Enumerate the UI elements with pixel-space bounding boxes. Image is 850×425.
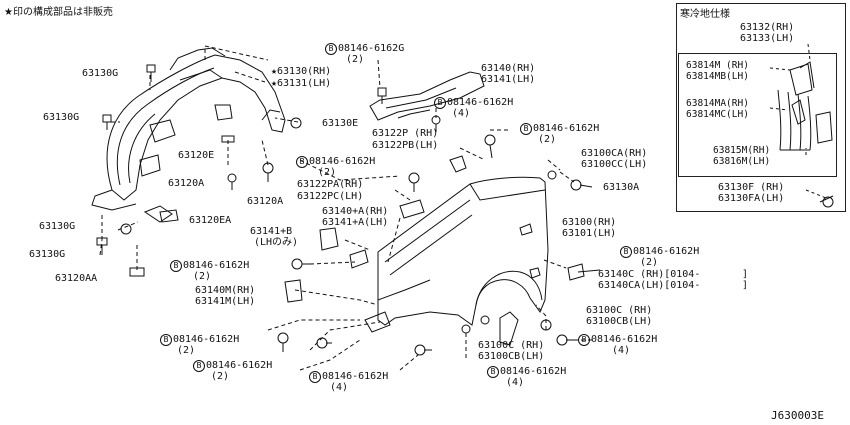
label-63130g-3: 63130G bbox=[39, 221, 76, 232]
label-bolt-6162h-10-qty: (4) bbox=[506, 377, 525, 388]
label-63130g-4: 63130G bbox=[29, 249, 66, 260]
label-63100cb-lh-2: 63100CB(LH) bbox=[478, 351, 545, 362]
cold-climate-inset-frame bbox=[676, 3, 846, 212]
inset-leader-lines bbox=[769, 43, 827, 199]
label-63140ca-lh-end: ] bbox=[742, 280, 749, 291]
label-63100cb-lh-1: 63100CB(LH) bbox=[586, 316, 653, 327]
label-bolt-6162h-4-qty: (2) bbox=[640, 257, 659, 268]
label-63130fa-lh: 63130FA(LH) bbox=[718, 193, 785, 204]
label-bolt-6162h-5-qty: (2) bbox=[193, 271, 212, 282]
bolt-b-icon: B bbox=[434, 97, 446, 109]
bolt-b-icon: B bbox=[160, 334, 172, 346]
inset-title: 寒冷地仕様 bbox=[680, 9, 730, 20]
label-63120aa: 63120AA bbox=[55, 273, 98, 284]
label-63130a: 63130A bbox=[603, 182, 640, 193]
bolt-b-icon: B bbox=[309, 371, 321, 383]
label-63140a-rh: 63140+A(RH) bbox=[322, 206, 389, 217]
label-63120e: 63120E bbox=[178, 150, 215, 161]
label-63814m-rh: 63814M (RH) bbox=[686, 60, 749, 71]
label-63122p-rh: 63122P (RH) bbox=[372, 128, 439, 139]
label-63141a-lh: 63141+A(LH) bbox=[322, 217, 389, 228]
label-63141m-lh: 63141M(LH) bbox=[195, 296, 256, 307]
label-63100c-rh-1: 63100C (RH) bbox=[586, 305, 653, 316]
label-63100c-rh-2: 63100C (RH) bbox=[478, 340, 545, 351]
diagram-code: J630003E bbox=[771, 409, 824, 422]
label-bolt-6162h-3-qty: (2) bbox=[318, 167, 337, 178]
label-lh-only: (LHのみ) bbox=[254, 237, 299, 248]
fender-liner-drawing bbox=[91, 47, 286, 223]
bolt-b-icon: B bbox=[620, 246, 632, 258]
label-63130g-2: 63130G bbox=[43, 112, 80, 123]
label-63133-lh: 63133(LH) bbox=[740, 33, 795, 44]
label-bolt-6162h-9-qty: (4) bbox=[330, 382, 349, 393]
label-63100cc-lh: 63100CC(LH) bbox=[581, 159, 648, 170]
label-63140m-rh: 63140M(RH) bbox=[195, 285, 256, 296]
fender-bolts bbox=[277, 87, 593, 356]
label-63122pb-lh: 63122PB(LH) bbox=[372, 140, 439, 151]
label-63122pa-rh: 63122PA(RH) bbox=[297, 179, 364, 190]
label-63130g-1: 63130G bbox=[82, 68, 119, 79]
fender-leader-lines bbox=[267, 59, 592, 371]
label-63140c-rh: 63140C (RH)[0104- bbox=[598, 269, 701, 280]
liner-clips bbox=[96, 64, 302, 277]
label-63120ea: 63120EA bbox=[189, 215, 232, 226]
label-63814mc-lh: 63814MC(LH) bbox=[686, 109, 749, 120]
bolt-b-icon: B bbox=[325, 43, 337, 55]
label-63130f-rh: 63130F (RH) bbox=[718, 182, 785, 193]
label-63132-rh: 63132(RH) bbox=[740, 22, 795, 33]
label-bolt-6162h-6-qty: (2) bbox=[177, 345, 196, 356]
label-63120a-2: 63120A bbox=[247, 196, 284, 207]
label-63120a-1: 63120A bbox=[168, 178, 205, 189]
label-63100ca-rh: 63100CA(RH) bbox=[581, 148, 648, 159]
label-63141b: 63141+B bbox=[250, 226, 293, 237]
bolt-b-icon: B bbox=[170, 260, 182, 272]
label-bolt-6162h-8-qty: (2) bbox=[211, 371, 230, 382]
label-63130-rh: ★63130(RH) bbox=[271, 66, 332, 77]
fender-reinforcement-drawing bbox=[284, 71, 601, 346]
label-bolt-6162h-2-qty: (2) bbox=[538, 134, 557, 145]
label-bolt-6162h-7-qty: (4) bbox=[612, 345, 631, 356]
front-fender-drawing bbox=[377, 176, 549, 326]
label-63122pc-lh: 63122PC(LH) bbox=[297, 191, 364, 202]
label-63140ca-lh: 63140CA(LH)[0104- bbox=[598, 280, 701, 291]
label-63814mb-lh: 63814MB(LH) bbox=[686, 71, 749, 82]
cold-climate-inner-frame bbox=[678, 53, 837, 177]
bolt-b-icon: B bbox=[578, 334, 590, 346]
bolt-b-icon: B bbox=[487, 366, 499, 378]
label-63100-rh: 63100(RH) bbox=[562, 217, 617, 228]
label-63131-lh: ★63131(LH) bbox=[271, 78, 332, 89]
label-bolt-6162h-1-qty: (4) bbox=[452, 108, 471, 119]
label-63141-lh: 63141(LH) bbox=[481, 74, 536, 85]
bolt-b-icon: B bbox=[296, 156, 308, 168]
label-63140-rh: 63140(RH) bbox=[481, 63, 536, 74]
label-63101-lh: 63101(LH) bbox=[562, 228, 617, 239]
label-63816m-lh: 63816M(LH) bbox=[713, 156, 771, 167]
label-63815m-rh: 63815M(RH) bbox=[713, 145, 771, 156]
bolt-b-icon: B bbox=[193, 360, 205, 372]
inset-parts-drawing bbox=[777, 61, 834, 208]
header-note: ★印の構成部品は非販売 bbox=[4, 7, 113, 18]
label-63140c-rh-end: ] bbox=[742, 269, 749, 280]
label-63130e: 63130E bbox=[322, 118, 359, 129]
label-bolt-6162g-qty: (2) bbox=[346, 54, 365, 65]
label-63814ma-rh: 63814MA(RH) bbox=[686, 98, 749, 109]
bolt-b-icon: B bbox=[520, 123, 532, 135]
